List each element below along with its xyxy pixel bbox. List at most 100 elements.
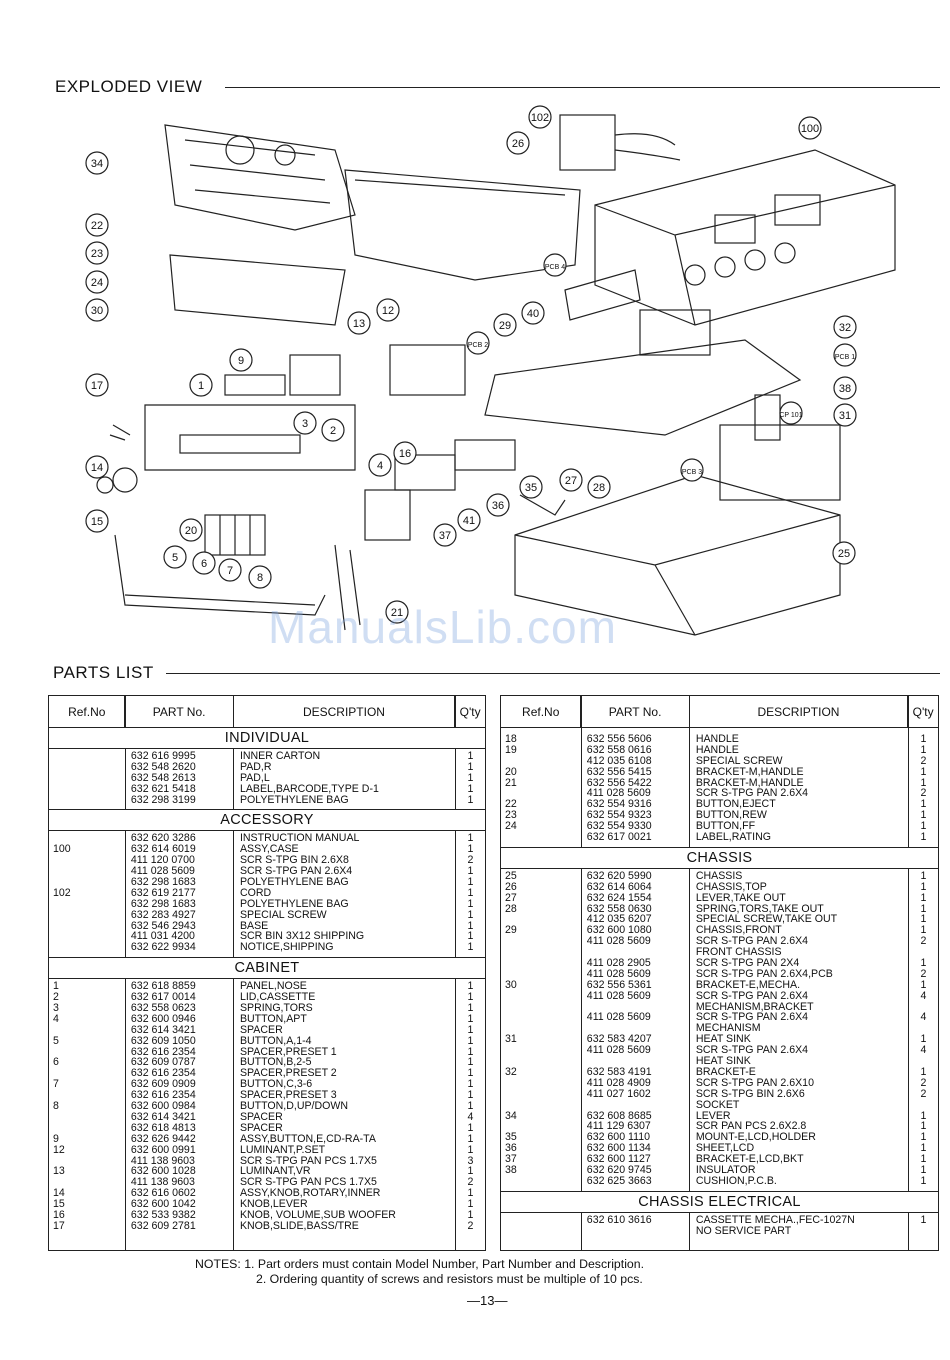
description: LEVER,TAKE OUT [695,892,786,904]
part-number: 411 028 5609 [586,1012,651,1024]
part-number: 632 546 2943 [130,920,196,932]
quantity: 1 [467,1003,474,1014]
table-row: 411 138 9603 SCR S-TPG PAN PCS 1.7X5 2 [49,1177,485,1188]
callout-circle [85,151,109,175]
ref-number: 7 [53,1079,59,1091]
part-number: 632 621 5418 [130,783,196,795]
callout-circle [433,523,457,547]
quantity: 2 [920,755,927,767]
description: INNER CARTON [239,751,321,762]
quantity: 1 [920,925,927,937]
ref-number: 15 [53,1199,65,1210]
description: MOUNT-E,LCD,HOLDER [695,1132,816,1144]
description: INSTRUCTION MANUAL [239,833,360,845]
callout-label: 12 [382,305,394,317]
description: SCR S-TPG PAN PCS 1.7X5 [239,1177,377,1189]
callout-label: 40 [527,308,539,320]
description: LABEL,BARCODE,TYPE D-1 [239,783,379,795]
part-number: 632 616 0602 [130,1188,196,1200]
description: INSULATOR [695,1164,756,1176]
ref-number: 29 [505,925,517,937]
col-ref: Ref.No [49,696,126,727]
ref-number [49,1123,127,1134]
quantity: 1 [920,870,927,882]
quantity: 1 [467,1209,474,1221]
ref-number [501,1045,583,1056]
callout-circle [393,441,417,465]
callout-label: 30 [91,305,103,317]
callout-circle [833,376,857,400]
description: POLYETHYLENE BAG [239,794,349,806]
part-number: 632 554 9330 [586,821,652,833]
part-number: 411 028 4909 [586,1077,651,1089]
quantity: 2 [920,1077,927,1089]
col-part: PART No. [581,696,690,727]
quantity: 4 [467,1111,474,1123]
col-qty: Q'ty [459,704,481,719]
description: SPECIAL SCREW [239,909,327,921]
callout-label: 37 [439,530,451,542]
callout-label: 5 [172,552,178,564]
part-number: 632 583 4207 [586,1034,652,1046]
callout-circle [587,475,611,499]
callout-label: 8 [257,572,263,584]
callout-label: 29 [499,320,511,332]
quantity: 2 [467,1177,474,1189]
ref-number [501,1012,583,1023]
quantity: 1 [467,1090,474,1102]
part-number: 632 558 0616 [586,744,652,756]
ref-number [501,969,583,980]
description: SCR PAN PCS 2.6X2.8 [695,1121,807,1133]
callout-circle [321,418,345,442]
ref-number [501,756,583,767]
ref-number [49,751,127,762]
description: SPRING,TORS [239,1003,313,1014]
part-number: 632 618 8859 [130,981,196,993]
callout-circle [85,373,109,397]
part-number: 411 138 9603 [130,1177,195,1189]
quantity: 1 [920,1066,927,1078]
part-number: 632 618 4813 [130,1122,196,1134]
ref-number: 5 [53,1035,59,1047]
description: BUTTON,D,UP/DOWN [239,1101,349,1112]
callout-circle [85,213,109,237]
ref-number: 34 [505,1110,517,1122]
col-desc: DESCRIPTION [690,696,909,727]
callout-circle [528,105,552,129]
quantity: 1 [467,1068,474,1080]
part-number [583,1002,692,1013]
ref-number: 26 [505,881,517,893]
description: BRACKET-E [695,1066,756,1078]
part-number: 632 298 1683 [130,877,196,888]
description: BASE [239,920,269,932]
description: LEVER [695,1110,731,1122]
callout-circle [347,311,371,335]
callout-circle [506,131,530,155]
quantity: 1 [467,909,474,921]
callout-label: 17 [91,380,103,392]
description: SHEET,LCD [695,1143,755,1155]
table-header: Ref.No PART No. DESCRIPTION Q'ty [49,696,485,728]
part-number: 411 027 1602 [586,1088,651,1100]
part-number: 632 616 2354 [130,1090,196,1102]
description: LUMINANT,VR [239,1166,311,1178]
quantity: 1 [920,1164,927,1176]
ref-number: 30 [505,979,517,991]
part-number: 632 616 2354 [130,1046,196,1058]
part-number: 632 619 2177 [130,887,196,899]
part-number: 632 558 0630 [586,903,652,915]
description: POLYETHYLENE BAG [239,877,349,888]
quantity: 1 [467,1057,474,1069]
description: SPECIAL SCREW [695,755,783,767]
quantity: 1 [467,783,474,795]
